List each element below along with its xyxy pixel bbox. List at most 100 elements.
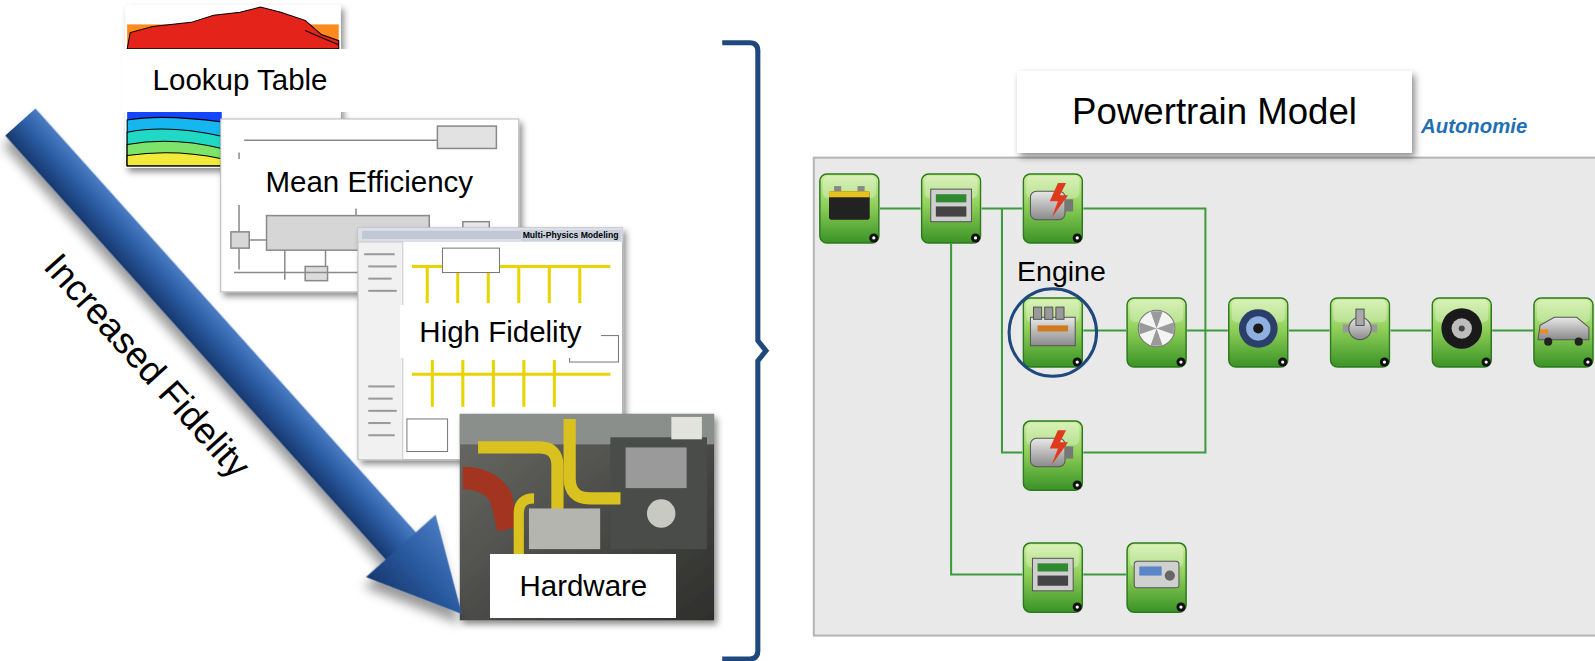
- node-text: Mean Efficiency: [265, 165, 473, 199]
- motor-block: [1023, 174, 1082, 243]
- accessory-converter-block: [1023, 543, 1082, 612]
- accessory-converter-block: [1032, 558, 1073, 591]
- fidelity-level-label: High Fidelity: [400, 305, 601, 358]
- fidelity-arrow: [366, 515, 497, 646]
- multiphysics-screenshot: [442, 248, 499, 272]
- schematic-screenshot: [249, 239, 266, 241]
- wheel-block: [1459, 325, 1465, 331]
- coupling-block: [1246, 316, 1270, 340]
- engine-block: [1038, 325, 1069, 331]
- final-drive-block: [1331, 298, 1390, 367]
- block-wires: [1391, 329, 1432, 331]
- engine-block: [1030, 317, 1075, 345]
- multiphysics-screenshot: [358, 228, 622, 242]
- multiphysics-screenshot: [517, 266, 520, 303]
- multiphysics-screenshot: [364, 254, 397, 435]
- converter-block: [922, 174, 981, 243]
- vehicle-block: [1538, 317, 1589, 339]
- fan-block: [1127, 298, 1186, 367]
- accessory-load-block: [1165, 570, 1175, 580]
- multiphysics-screenshot: [358, 242, 403, 460]
- software-name-text: Autonomie: [1421, 115, 1527, 138]
- accessory-converter-block: [1038, 563, 1069, 571]
- block-wires: [880, 207, 921, 209]
- multiphysics-screenshot: [522, 360, 525, 407]
- node-text: Lookup Table: [153, 63, 328, 97]
- title-box: Powertrain Model: [1017, 71, 1412, 152]
- converter-block: [936, 206, 967, 216]
- block-wires: [1492, 329, 1533, 331]
- multiphysics-screenshot: [368, 385, 394, 387]
- engine-block: [1056, 307, 1064, 319]
- wheel-block: [1432, 298, 1491, 367]
- contour-plot: [127, 112, 222, 166]
- accessory-converter-block: [1038, 576, 1069, 586]
- wheel-block: [1441, 308, 1482, 349]
- multiphysics-screenshot: [492, 360, 495, 407]
- multiphysics-screenshot: [368, 422, 390, 424]
- engine-block: [1033, 307, 1041, 319]
- engine-block: [1023, 298, 1082, 367]
- engine-test-cell: [460, 414, 714, 554]
- engine-highlight: [1009, 289, 1096, 376]
- engine-test-cell: [647, 499, 675, 527]
- generator-block: [1023, 421, 1082, 490]
- block-wires: [1083, 574, 1126, 576]
- accessory-load-block: [1127, 543, 1186, 612]
- accessory-load-block: [1139, 566, 1161, 575]
- multiphysics-screenshot: [368, 265, 396, 267]
- final-drive-block: [1356, 309, 1364, 325]
- multiphysics-screenshot: [368, 290, 396, 292]
- battery-block: [858, 186, 865, 191]
- engine-block: [1045, 307, 1053, 319]
- vehicle-block: [1544, 338, 1552, 346]
- accessory-converter-block: [1023, 543, 1082, 612]
- mean-efficiency-card: [221, 119, 519, 292]
- motor-block: [1050, 183, 1068, 218]
- engine-label: Engine: [1009, 251, 1114, 292]
- multiphysics-screenshot: [368, 278, 391, 280]
- multiphysics-screenshot: [412, 266, 610, 406]
- wheel-block: [1432, 298, 1491, 367]
- window-title: Multi-Physics Modeling: [521, 230, 621, 241]
- battery-block: [829, 191, 870, 219]
- engine-test-cell: [671, 417, 702, 439]
- contour-plot: [127, 129, 222, 166]
- coupling-block: [1229, 298, 1288, 367]
- engine-test-cell: [570, 419, 621, 498]
- accessory-load-block: [1127, 543, 1186, 612]
- battery-block: [834, 186, 841, 191]
- coupling-block: [1253, 323, 1263, 333]
- contour-plot: [127, 7, 339, 49]
- accessory-load-block: [1134, 561, 1179, 587]
- block-wires: [951, 244, 1022, 575]
- motor-block: [1023, 174, 1082, 243]
- multiphysics-screenshot: [553, 360, 556, 407]
- contour-plot: [305, 31, 339, 45]
- fidelity-level-label: Mean Efficiency: [226, 159, 513, 206]
- vehicle-block: [1534, 298, 1593, 367]
- multiphysics-screenshot: [407, 419, 448, 452]
- multiphysics-screenshot: [368, 434, 394, 436]
- schematic-screenshot: [231, 232, 249, 248]
- converter-block: [936, 194, 967, 202]
- vehicle-block: [1534, 298, 1593, 367]
- fan-block: [1138, 310, 1175, 347]
- mean-efficiency-card: [221, 119, 519, 292]
- contour-plot: [127, 141, 222, 166]
- battery-block: [829, 191, 870, 197]
- fan-block: [1139, 311, 1174, 346]
- hardware-photo: [460, 414, 714, 620]
- converter-block: [931, 189, 972, 222]
- multiphysics-screenshot: [364, 253, 395, 255]
- node-text: High Fidelity: [419, 315, 581, 349]
- multiphysics-screenshot: [362, 231, 535, 239]
- window-title-text: Multi-Physics Modeling: [523, 231, 619, 241]
- multiphysics-screenshot: [431, 360, 434, 407]
- fidelity-level-label: Lookup Table: [122, 49, 358, 112]
- vehicle-block: [1540, 329, 1548, 333]
- schematic-screenshot: [437, 126, 496, 148]
- brace: [722, 43, 766, 659]
- software-name: Autonomie: [1421, 115, 1527, 138]
- engine-test-cell: [626, 447, 687, 488]
